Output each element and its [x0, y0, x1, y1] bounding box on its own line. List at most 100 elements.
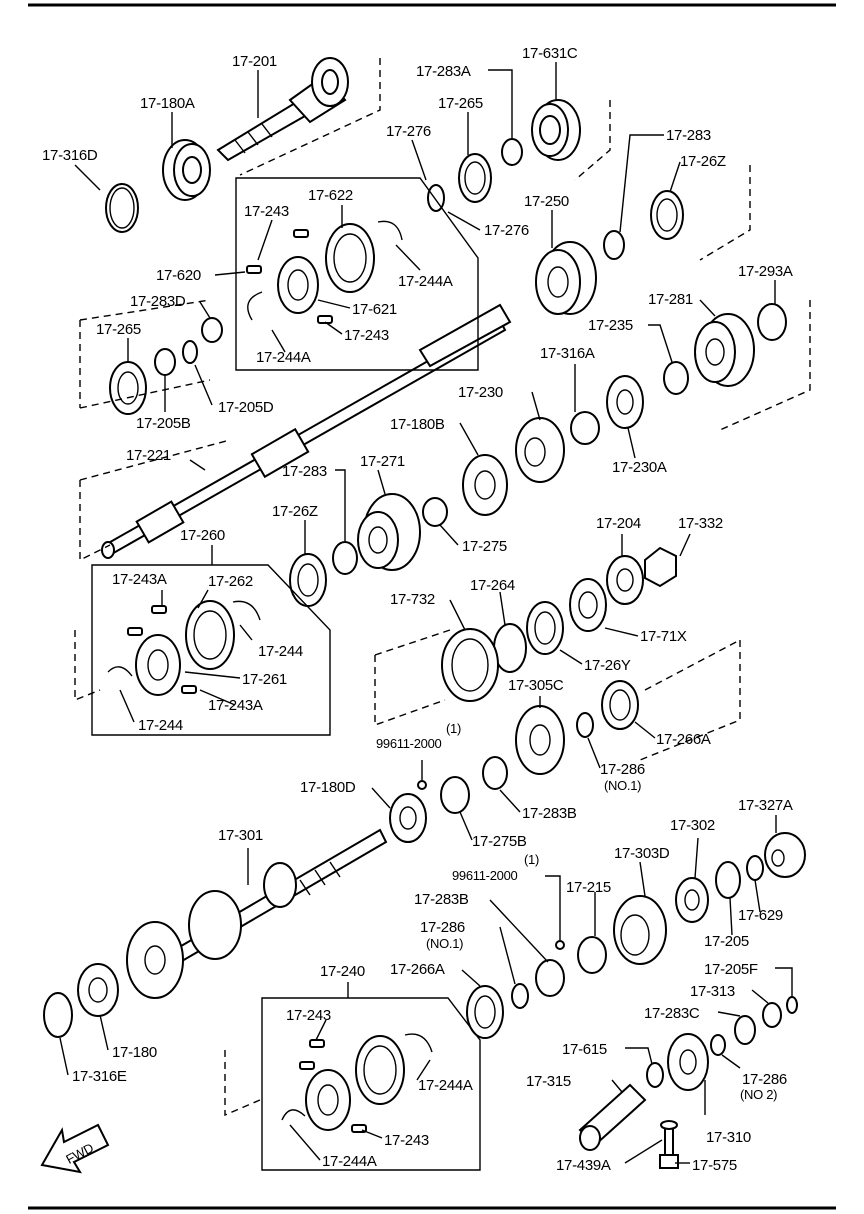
part-17-26Z-ring: [650, 190, 684, 240]
guide-box-221: [79, 439, 231, 562]
part-17-283-bearing-mid: [332, 541, 358, 575]
part-17-271-gear: [357, 493, 421, 571]
label-17-266A: 17-266A: [656, 731, 711, 748]
label-17-205F: 17-205F: [704, 961, 758, 978]
label-17-281: 17-281: [648, 291, 693, 308]
part-17-215-collar: [577, 936, 607, 974]
part-17-631C-gear: [531, 99, 581, 161]
part-17-266A-ring-2: [466, 985, 504, 1039]
label-17-439A: 17-439A: [556, 1157, 611, 1174]
guide-box-260: [74, 630, 101, 702]
part-17-205B-bearing: [154, 348, 176, 376]
part-17-313-washer: [762, 1002, 782, 1028]
label-17-275: 17-275: [462, 538, 507, 555]
part-17-221-mainshaft: [101, 303, 512, 559]
frame-17-240: [261, 997, 481, 1171]
guide-box-26Z: [699, 165, 751, 261]
part-17-275B-collar: [440, 776, 470, 814]
label-17-286-b: 17-286: [420, 919, 465, 936]
part-17-265-ring: [458, 153, 492, 203]
label-17-244A-d: 17-244A: [322, 1153, 377, 1170]
label-17-26Z: 17-26Z: [680, 153, 726, 170]
label-17-244-b: 17-244: [138, 717, 183, 734]
label-17-283A: 17-283A: [416, 63, 471, 80]
part-17-275-collar: [422, 497, 448, 527]
label-17-286: 17-286: [600, 761, 645, 778]
label-17-620: 17-620: [156, 267, 201, 284]
label-17-243-d: 17-243: [384, 1132, 429, 1149]
part-17-315-shaft: [578, 1083, 647, 1151]
part-17-302-gear: [675, 877, 709, 923]
label-17-250: 17-250: [524, 193, 569, 210]
label-17-205D: 17-205D: [218, 399, 274, 416]
label-17-732: 17-732: [390, 591, 435, 608]
guide-box-293A: [719, 300, 811, 431]
label-17-244A: 17-244A: [398, 273, 453, 290]
label-qty-1-b: (1): [524, 852, 539, 867]
label-17-240: 17-240: [320, 963, 365, 980]
label-17-201: 17-201: [232, 53, 277, 70]
part-17-71X-gear: [569, 578, 607, 632]
part-17-327A-cap: [764, 832, 806, 878]
part-17-575-bolt: [659, 1124, 679, 1169]
label-17-313: 17-313: [690, 983, 735, 1000]
label-17-205: 17-205: [704, 933, 749, 950]
label-17-244A-c: 17-244A: [418, 1077, 473, 1094]
part-17-265-ring-left: [109, 361, 147, 415]
label-17-301: 17-301: [218, 827, 263, 844]
part-17-732-sleeve: [441, 628, 499, 702]
part-17-205-bearing: [715, 861, 741, 899]
part-17-180B-bearing: [462, 454, 508, 516]
guide-box-left: [79, 299, 211, 409]
label-17-283C: 17-283C: [644, 1005, 700, 1022]
frame-17-620: [235, 177, 479, 371]
part-17-316A-sleeve: [570, 411, 600, 445]
part-17-316E-ring: [43, 992, 73, 1038]
part-17-283-bearing: [603, 230, 625, 260]
label-17-622: 17-622: [308, 187, 353, 204]
label-17-271: 17-271: [360, 453, 405, 470]
label-99611-2000-b: 99611-2000: [452, 868, 518, 883]
label-17-71X: 17-71X: [640, 628, 687, 645]
label-17-264: 17-264: [470, 577, 515, 594]
frame-17-260: [91, 564, 331, 736]
label-17-230A: 17-230A: [612, 459, 667, 476]
label-17-275B: 17-275B: [472, 833, 527, 850]
part-17-310-gear: [667, 1033, 709, 1091]
label-17-260: 17-260: [180, 527, 225, 544]
label-17-615: 17-615: [562, 1041, 607, 1058]
label-17-204: 17-204: [596, 515, 641, 532]
part-17-620-synchro: [246, 220, 403, 324]
part-99611-2000-ball: [417, 780, 427, 790]
label-17-205B: 17-205B: [136, 415, 191, 432]
fwd-arrow-icon: FWD: [40, 1123, 110, 1174]
part-17-230-gear: [515, 417, 565, 483]
part-17-439A-washer: [660, 1120, 678, 1130]
label-17-316E: 17-316E: [72, 1068, 127, 1085]
part-17-204-bearing: [606, 555, 644, 605]
label-17-244A-b: 17-244A: [256, 349, 311, 366]
label-17-180D: 17-180D: [300, 779, 356, 796]
label-17-293A: 17-293A: [738, 263, 793, 280]
label-17-302: 17-302: [670, 817, 715, 834]
part-17-305C-gear: [515, 705, 565, 775]
part-17-283B-bearing: [482, 756, 508, 790]
label-qty-1: (1): [446, 721, 461, 736]
part-17-615-clip: [646, 1062, 664, 1088]
leader-lines: [59, 62, 793, 1164]
part-17-283D-bearing: [201, 317, 223, 343]
label-17-327A: 17-327A: [738, 797, 793, 814]
label-17-276: 17-276: [386, 123, 431, 140]
guide-box-240: [224, 1050, 261, 1117]
part-17-266A-ring: [601, 680, 639, 730]
part-17-283C-bearing: [734, 1015, 756, 1045]
label-17-215: 17-215: [566, 879, 611, 896]
label-17-180B: 17-180B: [390, 416, 445, 433]
label-17-230: 17-230: [458, 384, 503, 401]
label-99611-2000: 99611-2000: [376, 736, 442, 751]
part-17-303D-gear: [613, 895, 667, 965]
part-17-293A-bearing: [757, 303, 787, 341]
label-17-631C: 17-631C: [522, 45, 578, 62]
part-17-250-gear: [535, 241, 597, 315]
part-17-301-countershaft: [126, 828, 388, 999]
